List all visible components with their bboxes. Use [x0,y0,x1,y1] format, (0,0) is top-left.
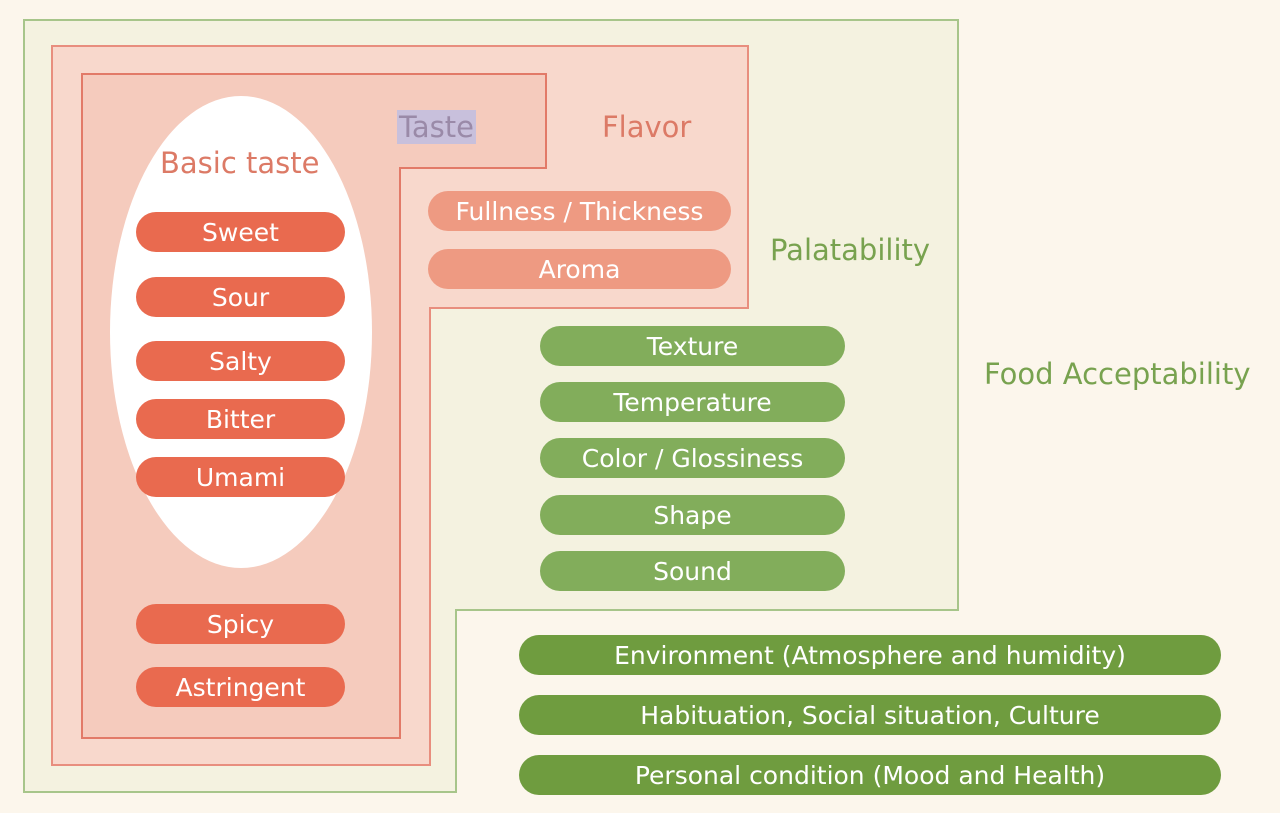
flavor-fullness-thickness: Fullness / Thickness [428,191,731,231]
acceptability-personal-condition: Personal condition (Mood and Health) [519,755,1221,795]
palatability-texture: Texture [540,326,845,366]
food-acceptability-label: Food Acceptability [984,357,1251,391]
taste-astringent: Astringent [136,667,345,707]
flavor-aroma: Aroma [428,249,731,289]
palatability-color-glossiness: Color / Glossiness [540,438,845,478]
basic-taste-bitter: Bitter [136,399,345,439]
taste-spicy: Spicy [136,604,345,644]
basic-taste-sweet: Sweet [136,212,345,252]
acceptability-habituation: Habituation, Social situation, Culture [519,695,1221,735]
basic-taste-label: Basic taste [160,146,320,180]
flavor-label: Flavor [602,110,692,144]
palatability-shape: Shape [540,495,845,535]
palatability-sound: Sound [540,551,845,591]
basic-taste-umami: Umami [136,457,345,497]
basic-taste-sour: Sour [136,277,345,317]
palatability-temperature: Temperature [540,382,845,422]
basic-taste-salty: Salty [136,341,345,381]
palatability-label: Palatability [770,233,931,267]
acceptability-environment: Environment (Atmosphere and humidity) [519,635,1221,675]
taste-label: Taste [397,110,477,144]
